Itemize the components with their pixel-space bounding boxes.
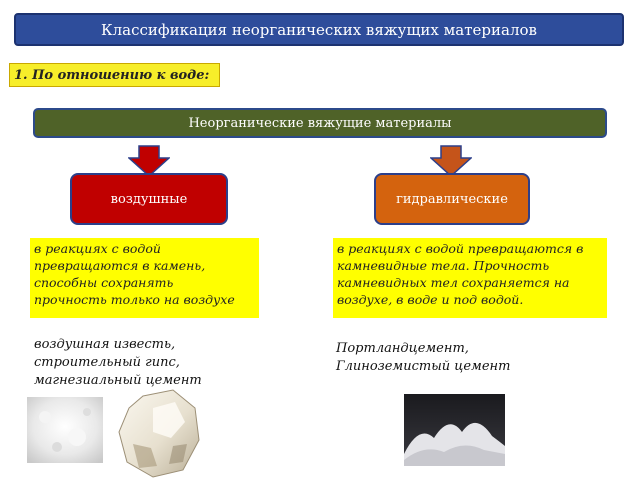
category-air-label: воздушные [110,191,188,207]
description-line: способны сохранять [34,275,174,290]
main-category-bar: Неорганические вяжущие материалы [33,108,607,138]
gypsum-rock-photo [113,388,203,479]
description-line: воздухе, в воде и под водой. [337,292,524,307]
page-title-text: Классификация неорганических вяжущих мат… [101,20,537,39]
down-arrow-icon-hydraulic [430,145,472,177]
page-title: Классификация неорганических вяжущих мат… [14,13,624,46]
description-line: в реакциях с водой превращаются в [337,241,584,256]
example-item: воздушная известь, [34,337,176,352]
section-label: 1. По отношению к воде: [9,63,220,87]
description-hydraulic: в реакциях с водой превращаются в камнев… [333,238,607,318]
category-hydraulic-label: гидравлические [396,191,508,207]
example-item: строительный гипс, [34,355,180,370]
cement-powder-photo [404,394,505,466]
description-line: камневидные тела. Прочность [337,258,550,273]
description-line: прочность только на воздухе [34,292,235,307]
description-line: камневидных тел сохраняется на [337,275,570,290]
example-item: Глиноземистый цемент [336,359,511,374]
description-line: в реакциях с водой [34,241,161,256]
main-category-text: Неорганические вяжущие материалы [188,115,452,131]
down-arrow-icon-air [128,145,170,177]
examples-hydraulic: Портландцемент, Глиноземистый цемент [336,340,576,376]
example-item: Портландцемент, [336,341,469,356]
description-line: превращаются в камень, [34,258,206,273]
examples-air: воздушная известь, строительный гипс, ма… [34,336,264,390]
description-air: в реакциях с водой превращаются в камень… [30,238,259,318]
white-powder-photo [27,397,103,463]
category-air-box: воздушные [70,173,228,225]
section-label-text: 1. По отношению к воде: [14,67,210,83]
example-item: магнезиальный цемент [34,373,202,388]
category-hydraulic-box: гидравлические [374,173,530,225]
